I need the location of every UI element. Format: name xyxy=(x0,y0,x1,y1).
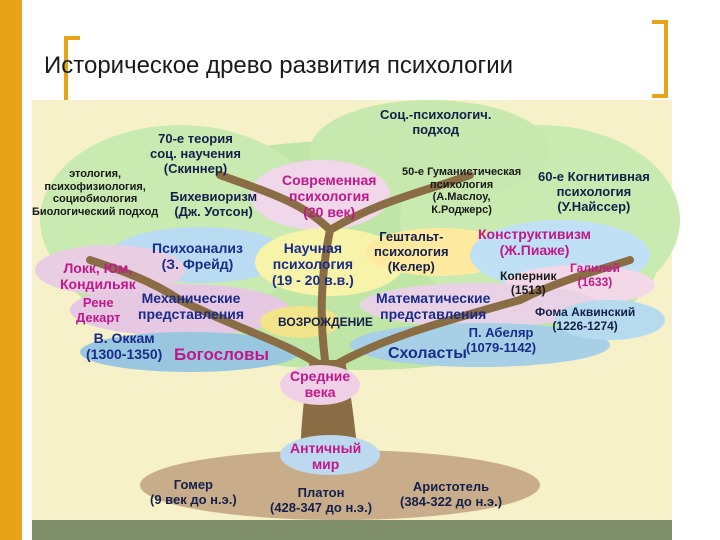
antique-zone xyxy=(280,435,380,475)
aristotle-label: Аристотель(384-322 до н.э.) xyxy=(400,479,503,509)
soc-psy-label: Соц.-психологич.подход xyxy=(380,107,492,137)
occam-label: В. Оккам(1300-1350) xyxy=(86,330,163,363)
plato-label: Платон(428-347 до н.э.) xyxy=(270,485,373,515)
behaviorism-label: Бихевиоризм(Дж. Уотсон) xyxy=(170,189,258,219)
homer-label: Гомер(9 век до н.э.) xyxy=(150,477,237,507)
left-accent-bar xyxy=(0,0,22,540)
scientific-zone xyxy=(255,228,405,296)
renaissance-label: ВОЗРОЖДЕНИЕ xyxy=(278,315,373,329)
middle-ages-zone xyxy=(280,365,360,405)
abelard-label: П. Абеляр(1079-1142) xyxy=(466,325,537,355)
aquinas-label: Фома Аквинский(1226-1274) xyxy=(535,305,636,333)
right-bracket-decoration xyxy=(652,20,668,98)
theologians-label: Богословы xyxy=(174,345,270,364)
roots-zone xyxy=(140,450,540,520)
constructivism-label: Конструктивизм(Ж.Пиаже) xyxy=(478,226,591,259)
theologians-zone xyxy=(80,332,300,372)
copernicus-label: Коперник(1513) xyxy=(500,269,557,297)
psychoanalysis-label: Психоанализ(З. Фрейд) xyxy=(152,240,243,273)
scholastics-label: Схоласты xyxy=(388,345,467,362)
gestalt-label: Гештальт-психология(Келер) xyxy=(374,229,449,274)
page-title: Историческое древо развития психологии xyxy=(44,52,514,79)
locke-label: Локк, Юм,Кондильяк xyxy=(60,260,136,293)
galileo-label: Галилей(1633) xyxy=(570,261,620,289)
